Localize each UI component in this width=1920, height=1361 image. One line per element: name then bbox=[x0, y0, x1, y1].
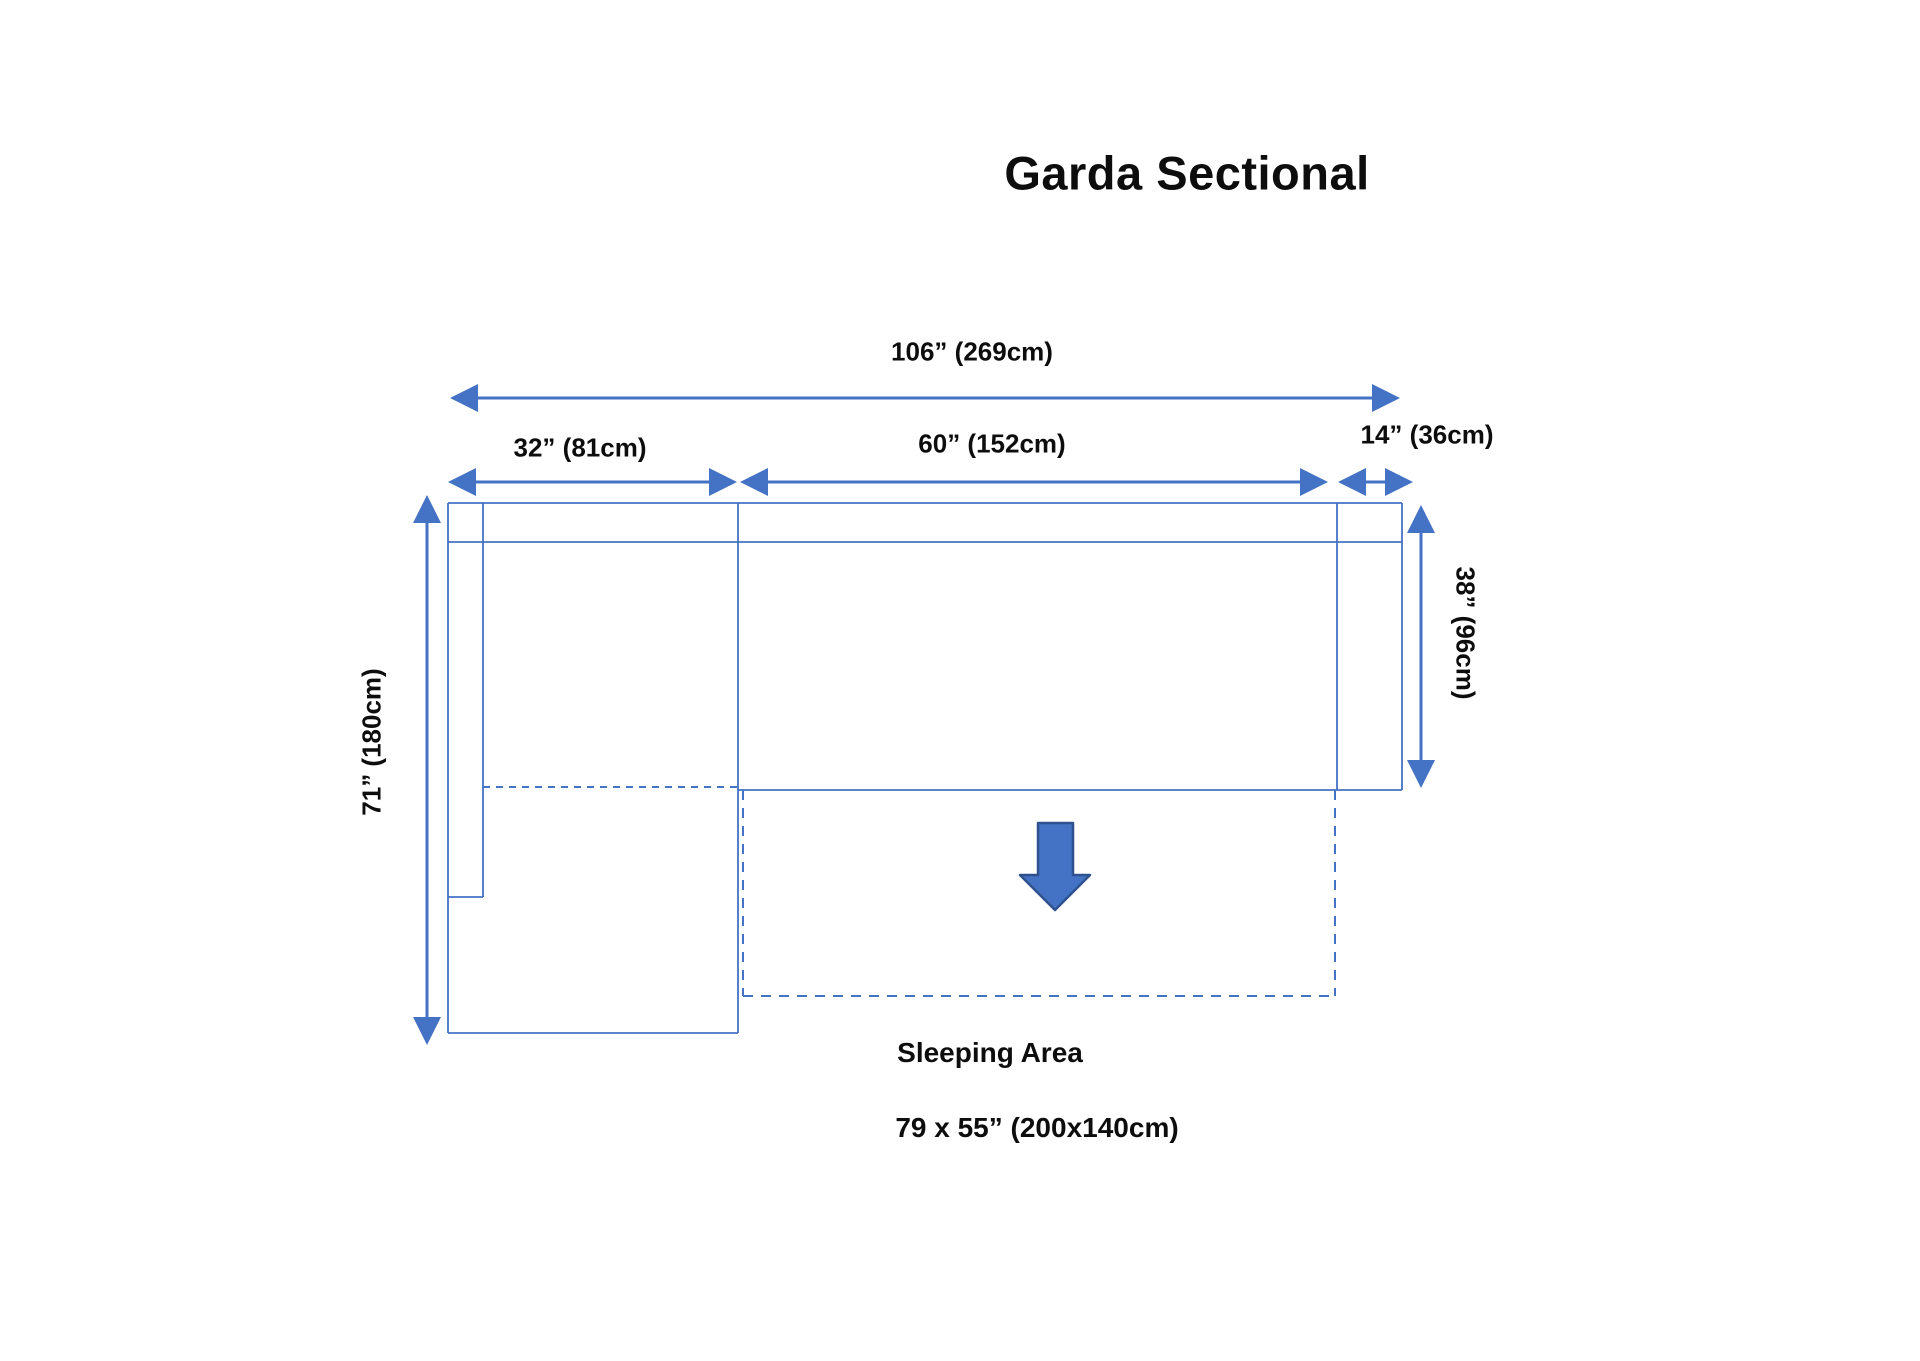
pullout-down-arrow-icon bbox=[1018, 821, 1092, 912]
arrowhead-left-icon bbox=[448, 468, 476, 496]
arrowhead-left-icon bbox=[450, 384, 478, 412]
total-width-arrow bbox=[450, 384, 1400, 412]
sleeping-area-size-label: 79 x 55” (200x140cm) bbox=[895, 1112, 1179, 1143]
total-width-label: 106” (269cm) bbox=[891, 336, 1053, 367]
chaise-width-arrow bbox=[448, 468, 737, 496]
body-depth-label: 38” (96cm) bbox=[1450, 566, 1481, 700]
sofa-outline bbox=[447, 502, 1403, 1034]
sleeping-area-dashed-outline bbox=[483, 786, 1336, 997]
chaise-width-label: 32” (81cm) bbox=[513, 432, 647, 463]
arrowhead-down-icon bbox=[413, 1017, 441, 1045]
diagram-title: Garda Sectional bbox=[1004, 146, 1370, 200]
chaise-depth-label: 71” (180cm) bbox=[356, 668, 387, 816]
sleeping-area-label: Sleeping Area bbox=[897, 1037, 1083, 1068]
corner-width-label: 14” (36cm) bbox=[1360, 419, 1494, 450]
seat-width-label: 60” (152cm) bbox=[918, 428, 1066, 459]
arrowhead-up-icon bbox=[1407, 505, 1435, 533]
arrowhead-left-icon bbox=[740, 468, 768, 496]
arrowhead-down-icon bbox=[1407, 760, 1435, 788]
dimension-arrows bbox=[413, 384, 1435, 1045]
body-depth-arrow bbox=[1407, 505, 1435, 788]
arrowhead-up-icon bbox=[413, 495, 441, 523]
corner-width-arrow bbox=[1338, 468, 1413, 496]
arrowhead-left-icon bbox=[1338, 468, 1366, 496]
chaise-depth-arrow bbox=[413, 495, 441, 1045]
arrowhead-right-icon bbox=[1372, 384, 1400, 412]
arrowhead-right-icon bbox=[1300, 468, 1328, 496]
seat-width-arrow bbox=[740, 468, 1328, 496]
arrowhead-right-icon bbox=[709, 468, 737, 496]
arrowhead-right-icon bbox=[1385, 468, 1413, 496]
